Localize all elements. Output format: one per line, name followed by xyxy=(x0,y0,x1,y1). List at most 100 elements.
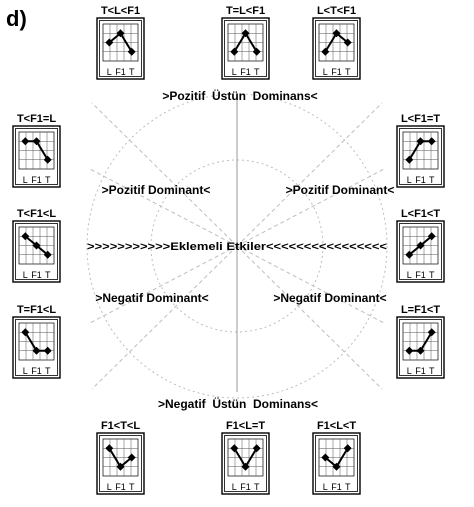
chart-frame-inner xyxy=(399,319,442,376)
region-label-lower-left: >Negatif Dominant< xyxy=(95,291,208,305)
data-point xyxy=(230,444,239,453)
chart-title: T=L<F1 xyxy=(226,5,265,17)
data-point xyxy=(116,29,125,38)
data-point xyxy=(405,346,414,355)
axis-category-label: F1 xyxy=(415,175,426,185)
axis-category-label: L xyxy=(323,67,328,77)
outer-ring xyxy=(86,93,388,399)
chart-frame xyxy=(312,17,361,80)
chart-frame-inner xyxy=(224,435,267,492)
data-point xyxy=(416,241,425,250)
chart-title: T<F1<L xyxy=(17,208,56,220)
chart-title: F1<L=T xyxy=(226,420,265,432)
region-label-middle: >>>>>>>>>>>Eklemeli Etkiler<<<<<<<<<<<<<… xyxy=(87,241,387,253)
axis-category-label: L xyxy=(23,366,28,376)
axis-category-label: L xyxy=(323,482,328,492)
chart-frame-inner xyxy=(224,20,267,77)
axis-category-label: F1 xyxy=(31,175,42,185)
axis-category-label: F1 xyxy=(415,366,426,376)
spoke-left-3 xyxy=(87,167,238,247)
axis-category-label: F1 xyxy=(115,67,126,77)
axis-category-label: T xyxy=(254,67,260,77)
data-point xyxy=(43,346,52,355)
chart-frame-inner xyxy=(99,435,142,492)
spoke-left-2 xyxy=(91,245,238,390)
spoke-right-4 xyxy=(236,245,387,325)
axis-category-label: F1 xyxy=(415,270,426,280)
data-point xyxy=(127,453,136,462)
chart-title: L<F1=T xyxy=(401,113,440,125)
data-point xyxy=(405,155,414,164)
axis-category-label: T xyxy=(45,366,51,376)
data-point xyxy=(105,38,114,47)
axis-category-label: T xyxy=(45,175,51,185)
background-geometry xyxy=(86,93,388,399)
data-point xyxy=(21,328,30,337)
axis-category-label: L xyxy=(107,67,112,77)
data-point xyxy=(230,47,239,56)
chart-frame-inner xyxy=(99,20,142,77)
spoke-right-1 xyxy=(236,102,383,247)
spoke-left-4 xyxy=(87,245,238,325)
data-point xyxy=(332,29,341,38)
data-point xyxy=(416,137,425,146)
data-point xyxy=(416,346,425,355)
spoke-left-1 xyxy=(91,102,238,247)
data-point xyxy=(43,155,52,164)
axis-category-label: L xyxy=(407,175,412,185)
chart-frame-inner xyxy=(15,223,58,280)
chart-title: T=F1<L xyxy=(17,304,56,316)
spoke-right-3 xyxy=(236,167,387,247)
region-label-upper-left: >Pozitif Dominant< xyxy=(102,183,211,197)
axis-category-label: L xyxy=(232,482,237,492)
chart-title: L<T<F1 xyxy=(317,5,356,17)
chart-title: T<F1=L xyxy=(17,113,56,125)
axis-category-label: L xyxy=(23,270,28,280)
axis-category-label: L xyxy=(407,366,412,376)
chart-frame-inner xyxy=(399,223,442,280)
axis-category-label: L xyxy=(232,67,237,77)
data-point xyxy=(21,137,30,146)
axis-category-label: F1 xyxy=(331,67,342,77)
data-point xyxy=(241,29,250,38)
axis-category-label: F1 xyxy=(31,366,42,376)
chart-frame xyxy=(12,125,61,188)
data-point xyxy=(105,444,114,453)
data-point xyxy=(427,328,436,337)
axis-category-label: T xyxy=(345,482,351,492)
axis-category-label: T xyxy=(429,175,435,185)
data-point xyxy=(32,137,41,146)
axis-category-label: T xyxy=(129,67,135,77)
data-point xyxy=(127,47,136,56)
inner-ring xyxy=(150,159,324,333)
data-point xyxy=(116,462,125,471)
chart-frame xyxy=(221,17,270,80)
chart-title: F1<T<L xyxy=(101,420,140,432)
data-point xyxy=(21,232,30,241)
axis-category-label: T xyxy=(45,270,51,280)
chart-frame-inner xyxy=(399,128,442,185)
data-point xyxy=(427,232,436,241)
region-label-lower-right: >Negatif Dominant< xyxy=(273,291,386,305)
axis-category-label: L xyxy=(107,482,112,492)
axis-category-label: L xyxy=(407,270,412,280)
axis-category-label: F1 xyxy=(240,67,251,77)
data-point xyxy=(321,453,330,462)
chart-frame xyxy=(96,17,145,80)
data-point xyxy=(427,137,436,146)
data-point xyxy=(321,47,330,56)
region-label-bottom: >Negatif Üstün Dominans< xyxy=(158,396,318,411)
data-point xyxy=(332,462,341,471)
